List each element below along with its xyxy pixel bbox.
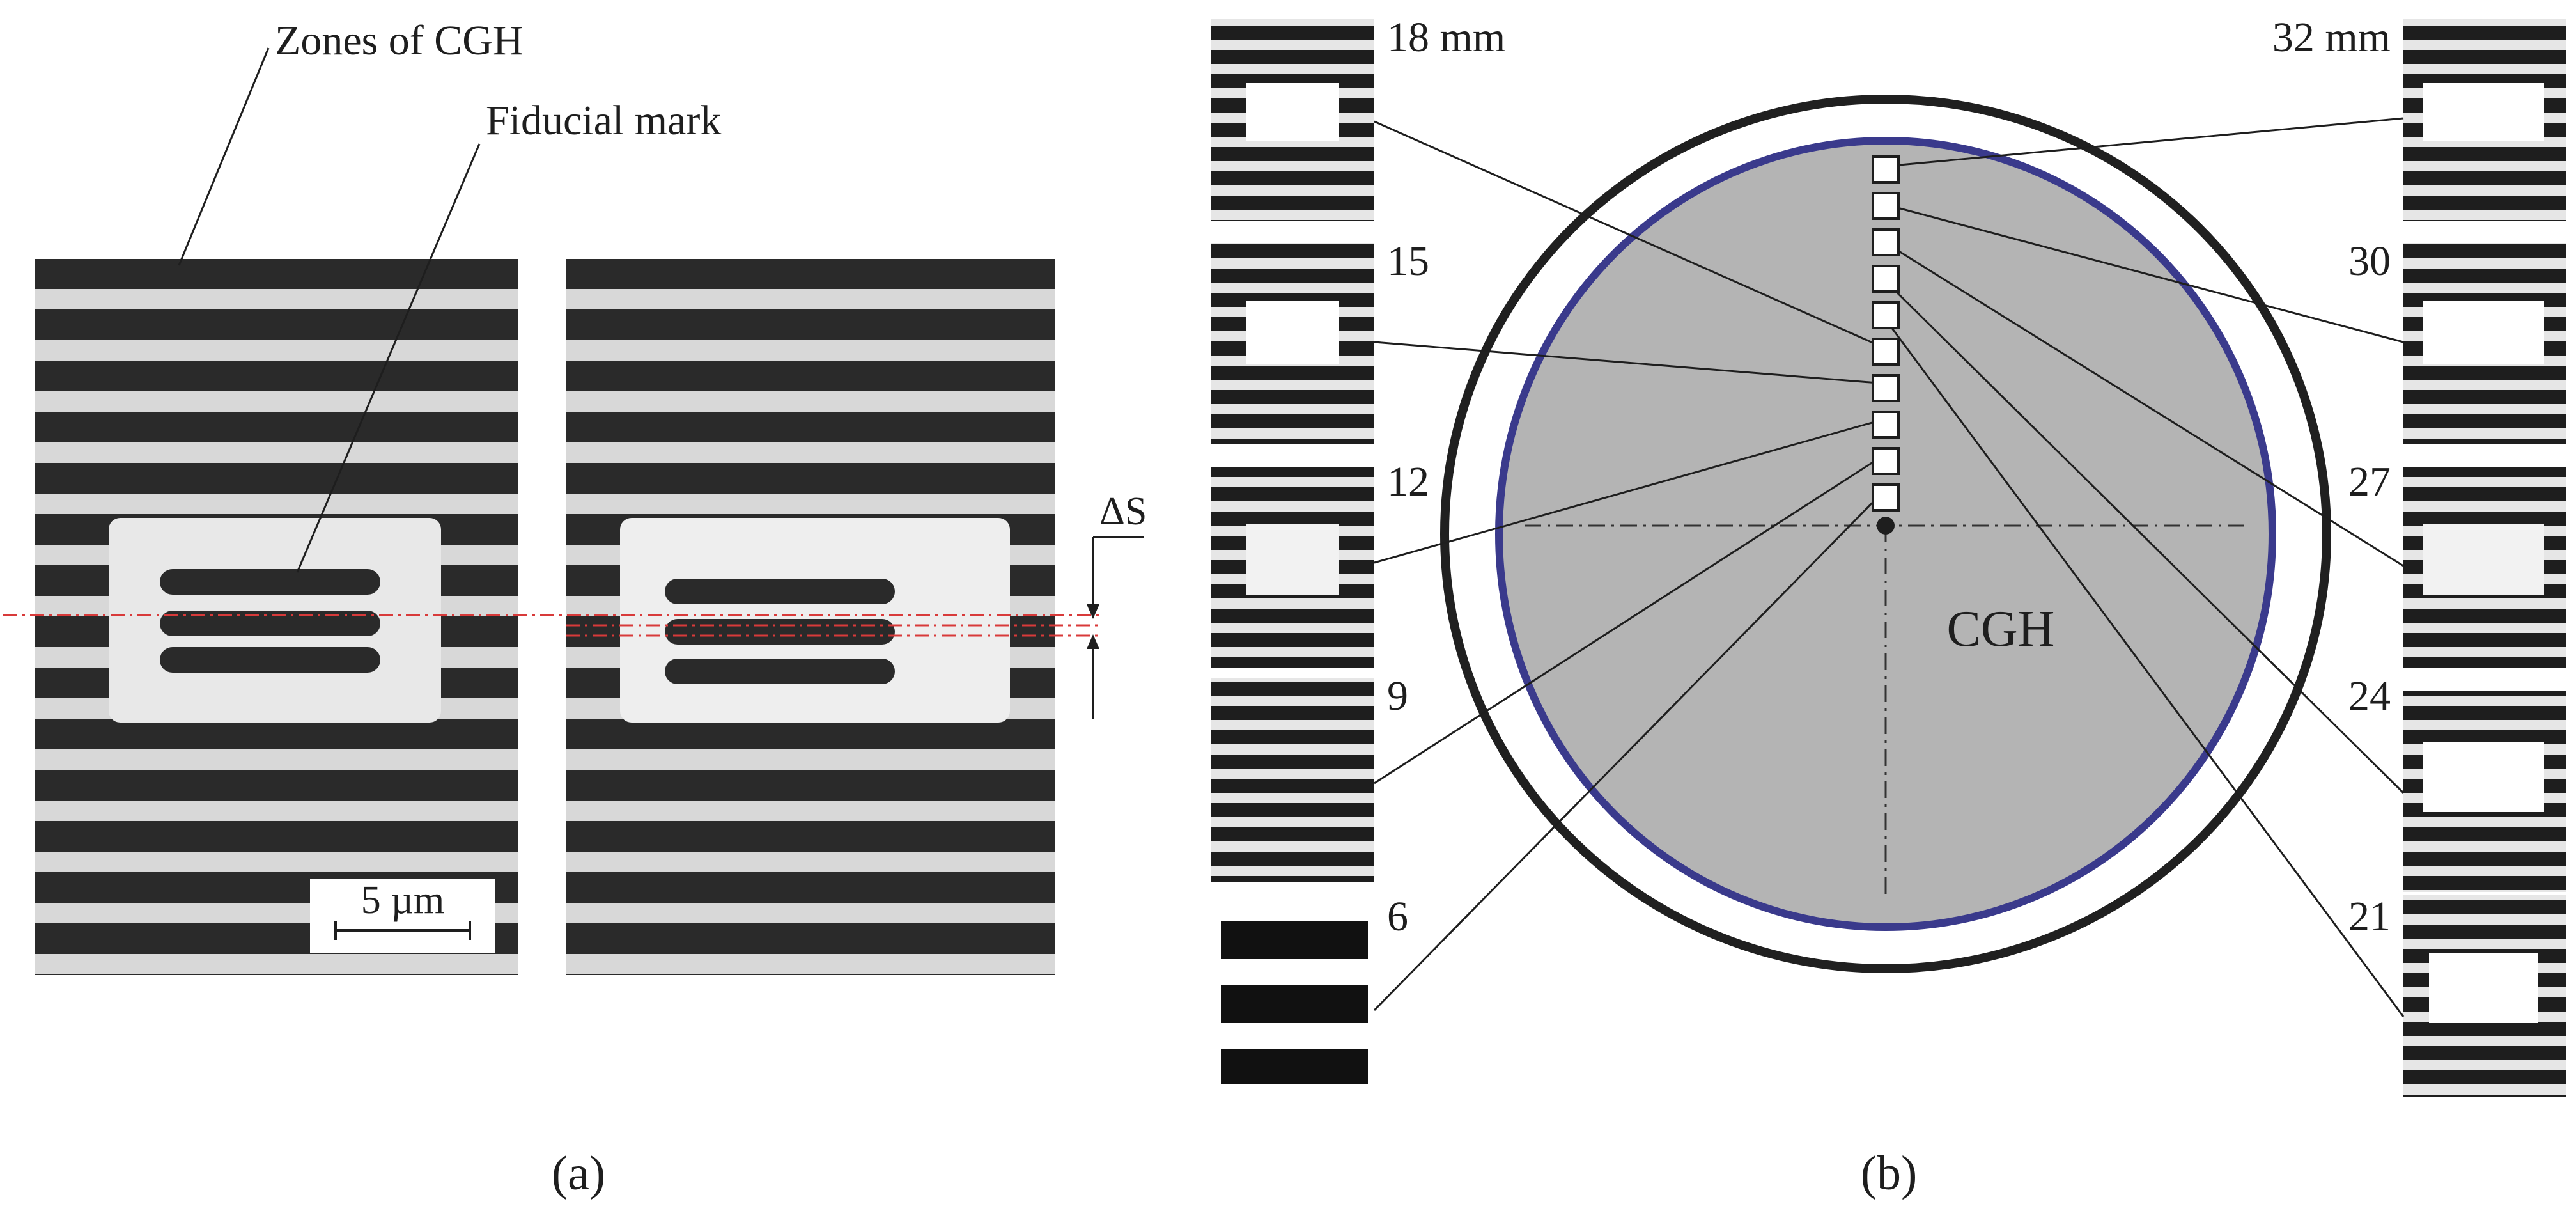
delta-s-marker: ΔS [1087, 490, 1147, 719]
fiducial-window [1246, 83, 1339, 141]
label-27: 27 [2348, 458, 2391, 505]
micrograph-left: 5 µm [35, 259, 518, 975]
fiducial-window [2423, 742, 2544, 812]
mark-square [1872, 374, 1900, 402]
label-24: 24 [2348, 673, 2391, 719]
fiducial-bar [665, 579, 895, 604]
label-21: 21 [2348, 893, 2391, 940]
fiducial-window [2429, 953, 2538, 1023]
mark-square [1872, 155, 1900, 184]
leader-line [1885, 203, 2404, 343]
mark-square [1872, 192, 1900, 220]
fiducial-window [2423, 524, 2544, 595]
mark-square [1872, 228, 1900, 256]
leader-line [1884, 319, 2405, 1017]
thumbnail-band [1221, 921, 1368, 959]
label-30: 30 [2348, 238, 2391, 285]
caption-a: (a) [552, 1146, 605, 1200]
mark-square [1872, 338, 1900, 366]
thumbnail-9mm [1211, 678, 1374, 882]
right-thumbnails [2403, 19, 2566, 1097]
fiducial-leader-line [296, 143, 481, 573]
label-9: 9 [1387, 673, 1408, 719]
fiducial-bar [160, 611, 380, 636]
fiducial-mark-squares [1872, 155, 1900, 512]
panel-a: 5 µm ΔS Zones of CGH Fiducial mark (a [3, 17, 1147, 1200]
leader-line [1885, 242, 2404, 567]
leader-line [1374, 453, 1886, 785]
label-18mm: 18 mm [1387, 14, 1505, 61]
leader-line [1374, 341, 1886, 385]
leader-line [1373, 488, 1887, 1012]
fiducial-bar [160, 569, 380, 595]
leader-line [1885, 117, 2404, 168]
zones-label: Zones of CGH [275, 17, 524, 64]
leader-line [1374, 120, 1886, 350]
fiducial-window [2423, 83, 2544, 141]
cgh-disk: CGH [1440, 95, 2331, 973]
mark-square [1872, 411, 1900, 439]
label-12: 12 [1387, 458, 1429, 505]
delta-s-label: ΔS [1099, 490, 1147, 533]
mark-square [1872, 447, 1900, 475]
panel-b: CGH 18 mm [1211, 14, 2566, 1200]
scale-bar-label: 5 µm [361, 879, 444, 922]
fiducial-window [2423, 301, 2544, 364]
left-thumbnails [1211, 19, 1374, 1087]
thumbnail-band [1221, 1049, 1368, 1084]
label-32mm: 32 mm [2272, 14, 2391, 61]
label-15: 15 [1387, 238, 1429, 285]
mark-square [1872, 301, 1900, 329]
center-point [1877, 517, 1895, 535]
mark-square [1872, 483, 1900, 512]
label-6: 6 [1387, 893, 1408, 940]
thumbnail-band [1221, 985, 1368, 1023]
fiducial-window [1246, 301, 1339, 364]
cgh-label: CGH [1947, 601, 2055, 657]
leader-lines [1373, 117, 2405, 1017]
zones-leader-line [178, 47, 270, 266]
scale-bar-box [310, 879, 495, 953]
micrograph-right [566, 259, 1055, 975]
fiducial-label: Fiducial mark [486, 97, 721, 144]
fiducial-window [1246, 524, 1339, 595]
caption-b: (b) [1861, 1146, 1918, 1200]
fiducial-bar [160, 647, 380, 673]
leader-line [1884, 280, 2405, 794]
fiducial-bar [665, 659, 895, 684]
leader-line [1374, 418, 1886, 564]
mark-square [1872, 265, 1900, 293]
fiducial-bar [665, 619, 895, 645]
